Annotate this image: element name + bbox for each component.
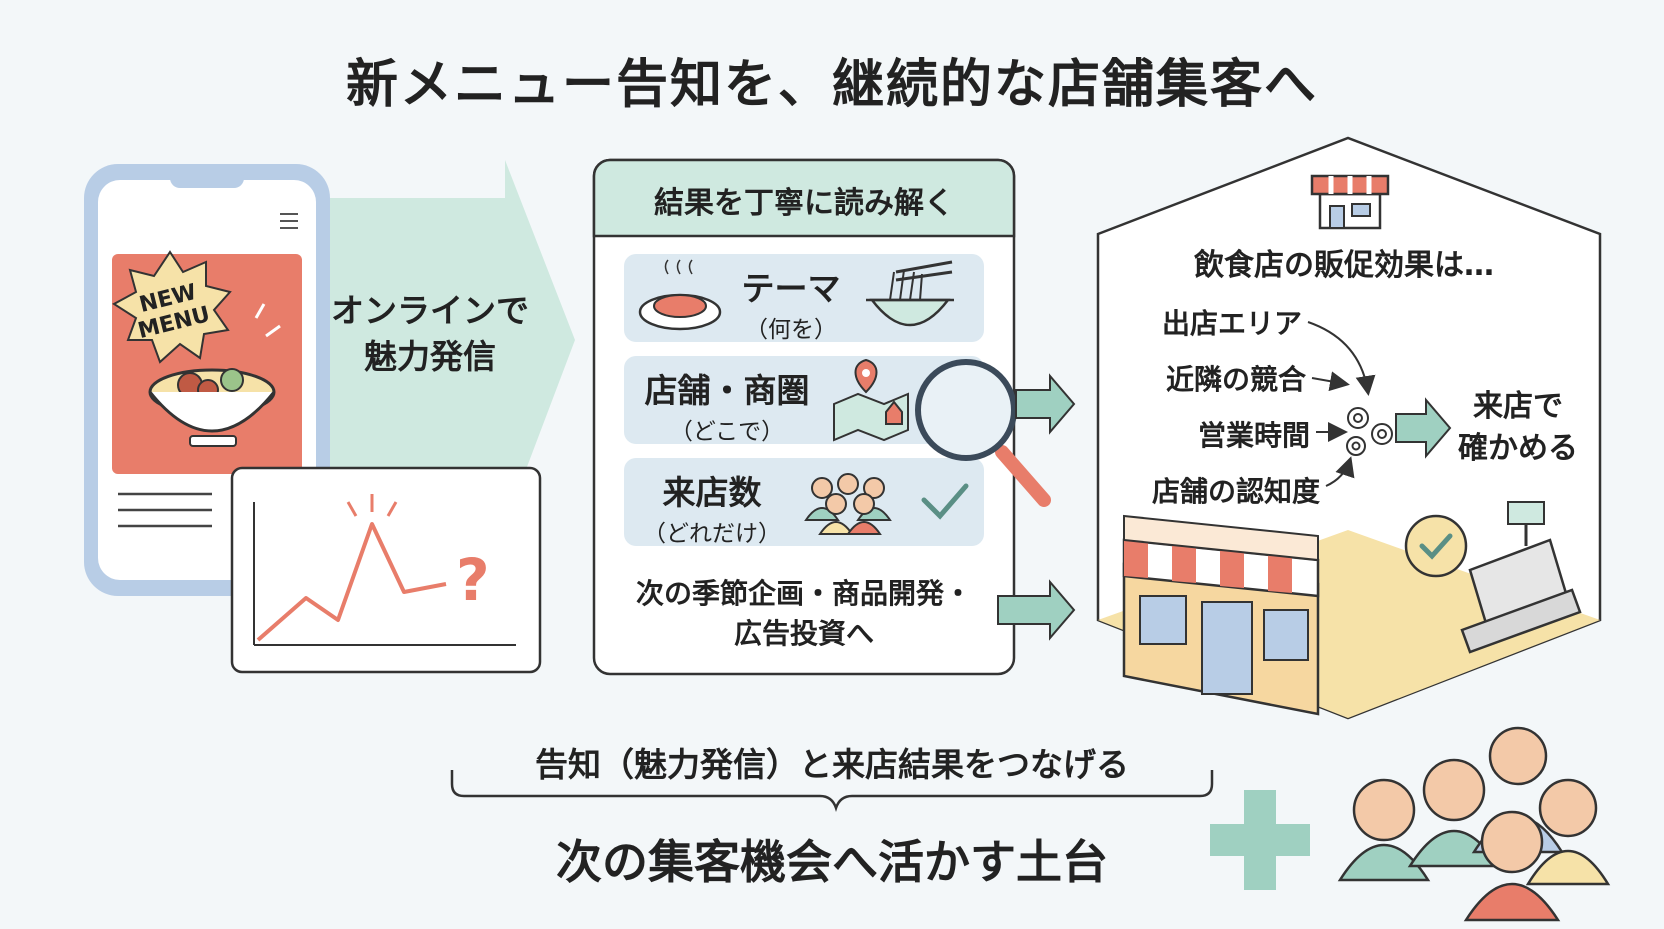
factor-arrows (1307, 321, 1376, 487)
ramen-bowl-icon (866, 260, 954, 327)
question-mark: ? (456, 546, 490, 614)
analysis-item-theme: テーマ （何を） (741, 269, 841, 343)
analysis-header: 結果を丁寧に読み解く (654, 186, 954, 221)
new-menu-badge-icon (112, 250, 232, 364)
factor-hours: 営業時間 (1197, 419, 1310, 452)
magnifier-icon (915, 359, 1051, 507)
bottom-foundation-text: 次の集客機会へ活かす土台 (556, 835, 1108, 889)
text-lines-icon (118, 492, 212, 528)
factor-awareness: 店舗の認知度 (1151, 475, 1320, 508)
plus-icon (1210, 790, 1310, 890)
bottom-brace (450, 770, 1214, 812)
store-icon (1310, 174, 1390, 230)
arrow-to-store-lower (997, 579, 1076, 641)
factor-competition: 近隣の競合 (1165, 363, 1306, 396)
gears-icon (1346, 407, 1393, 456)
store-result: 来店で 確かめる (1458, 389, 1578, 466)
page-title: 新メニュー告知を、継続的な店舗集客へ (345, 55, 1318, 115)
analysis-item-visits: 来店数 （どれだけ） (643, 473, 781, 547)
factor-area: 出店エリア (1161, 307, 1302, 340)
analysis-item-store-area: 店舗・商圏 （どこで） (644, 371, 810, 445)
menu-icon (280, 213, 298, 229)
check-icon (921, 483, 969, 520)
flow-arrow-big (300, 160, 575, 525)
happy-customers-icon (1337, 726, 1611, 922)
bottom-connect-text: 告知（魅力発信）と来店結果をつなげる (535, 745, 1129, 784)
plate-icon (638, 259, 722, 331)
map-pin-icon (833, 358, 909, 442)
arrow-caption: オンラインで 魅力発信 (331, 291, 529, 376)
analysis-next-steps: 次の季節企画・商品開発・ 広告投資へ (635, 577, 972, 650)
arrow-to-result (1395, 397, 1452, 459)
noodle-bowl-icon (148, 303, 281, 447)
cash-register-icon (1404, 501, 1582, 654)
storefront-icon (1122, 514, 1320, 716)
store-heading: 飲食店の販促効果は… (1194, 248, 1494, 283)
customers-group-icon (804, 473, 892, 535)
result-chart-card (230, 466, 542, 674)
arrow-to-store-upper (1015, 373, 1076, 435)
